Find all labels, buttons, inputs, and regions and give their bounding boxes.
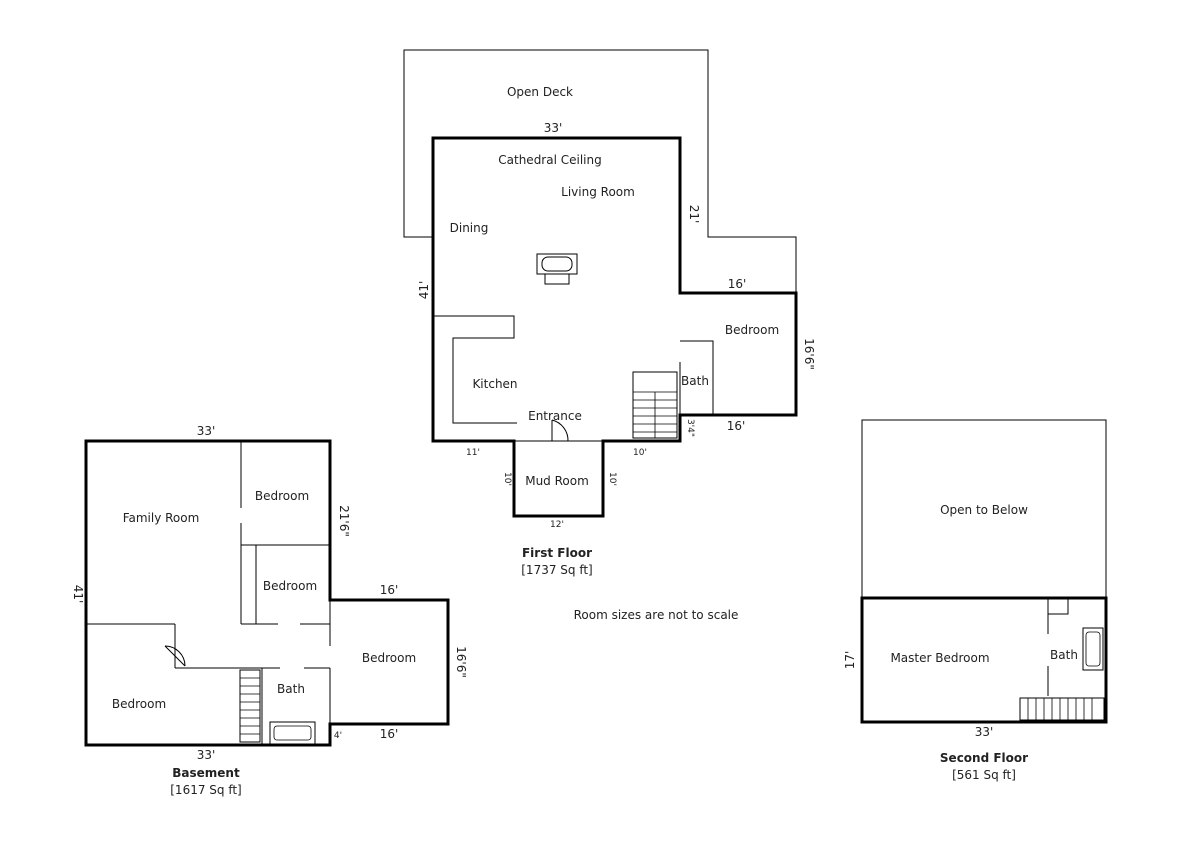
dim-mud-bottom: 12' bbox=[550, 520, 564, 530]
label-cathedral-ceiling: Cathedral Ceiling bbox=[498, 153, 601, 167]
basement-door bbox=[164, 645, 186, 667]
dim-left: 41' bbox=[71, 585, 85, 604]
basement-area: [1617 Sq ft] bbox=[170, 783, 241, 797]
basement-bathtub-icon bbox=[269, 721, 316, 745]
deck-outline bbox=[403, 49, 797, 293]
basement-plan: Family Room Bedroom Bedroom Bedroom Bedr… bbox=[71, 424, 468, 797]
dim-bottom: 33' bbox=[975, 725, 994, 739]
label-dining: Dining bbox=[450, 221, 489, 235]
dim-ext-right: 16'6" bbox=[454, 646, 468, 678]
label-living-room: Living Room bbox=[561, 185, 635, 199]
mud-room-wall bbox=[512, 439, 605, 518]
first-floor-plan: Open Deck Cathedral Ceiling Living Room … bbox=[403, 49, 816, 577]
dim-top: 33' bbox=[197, 424, 216, 438]
dim-bedroom-top: 16' bbox=[728, 277, 747, 291]
scale-note: Room sizes are not to scale bbox=[574, 608, 739, 622]
dim-stair: 3'4" bbox=[685, 419, 695, 437]
bedroom-wing-wall bbox=[678, 291, 798, 417]
dim-bottom-right: 10' bbox=[633, 448, 647, 458]
second-floor-title: Second Floor bbox=[940, 751, 1028, 765]
label-bath: Bath bbox=[277, 682, 305, 696]
basement-door-swing bbox=[164, 645, 186, 667]
first-floor-title: First Floor bbox=[522, 546, 592, 560]
basement-stairs bbox=[239, 669, 261, 743]
dim-bottom-left: 11' bbox=[466, 448, 480, 458]
label-kitchen: Kitchen bbox=[472, 377, 517, 391]
main-exterior-wall bbox=[431, 136, 682, 443]
label-mud-room: Mud Room bbox=[525, 474, 589, 488]
label-family-room: Family Room bbox=[123, 511, 200, 525]
dim-bottom: 33' bbox=[197, 748, 216, 762]
label-bedroom-2: Bedroom bbox=[263, 579, 317, 593]
second-floor-area: [561 Sq ft] bbox=[952, 768, 1016, 782]
basement-title: Basement bbox=[172, 766, 240, 780]
main-exterior-wall-bottom-right bbox=[601, 413, 682, 443]
label-bedroom-3: Bedroom bbox=[362, 651, 416, 665]
label-bath: Bath bbox=[1050, 648, 1078, 662]
second-floor-exterior-wall bbox=[860, 596, 1108, 724]
dim-small: 4' bbox=[334, 731, 342, 741]
vanity-icon bbox=[1047, 597, 1069, 615]
dim-mud-right: 10' bbox=[607, 472, 617, 486]
label-bedroom: Bedroom bbox=[725, 323, 779, 337]
label-bedroom-1: Bedroom bbox=[255, 489, 309, 503]
label-master-bedroom: Master Bedroom bbox=[890, 651, 989, 665]
dim-left: 41' bbox=[417, 281, 431, 300]
bath-partition bbox=[680, 340, 714, 415]
basement-exterior-wall bbox=[84, 439, 450, 747]
dim-mud-left: 10' bbox=[502, 472, 512, 486]
dim-bedroom-bottom: 16' bbox=[727, 419, 746, 433]
label-bedroom-4: Bedroom bbox=[112, 697, 166, 711]
label-entrance: Entrance bbox=[528, 409, 582, 423]
label-open-to-below: Open to Below bbox=[940, 503, 1028, 517]
dim-right: 21' bbox=[687, 205, 701, 224]
entrance-door-swing bbox=[551, 419, 569, 442]
dim-top: 33' bbox=[544, 121, 563, 135]
dim-bedroom-right: 16'6" bbox=[802, 338, 816, 370]
second-floor-bathtub-icon bbox=[1082, 627, 1104, 671]
dim-right: 21'6" bbox=[337, 505, 351, 537]
dim-left: 17' bbox=[843, 651, 857, 670]
kitchen-partition bbox=[433, 315, 517, 424]
second-floor-plan: Open to Below Master Bedroom Bath 17' 33… bbox=[843, 419, 1108, 782]
fireplace-icon bbox=[536, 253, 578, 285]
label-open-deck: Open Deck bbox=[507, 85, 573, 99]
dim-ext-top: 16' bbox=[380, 583, 399, 597]
first-floor-stairs bbox=[632, 371, 678, 439]
first-floor-area: [1737 Sq ft] bbox=[521, 563, 592, 577]
dim-ext-bottom: 16' bbox=[380, 727, 399, 741]
label-bath: Bath bbox=[681, 374, 709, 388]
second-floor-stairs bbox=[1019, 697, 1105, 721]
